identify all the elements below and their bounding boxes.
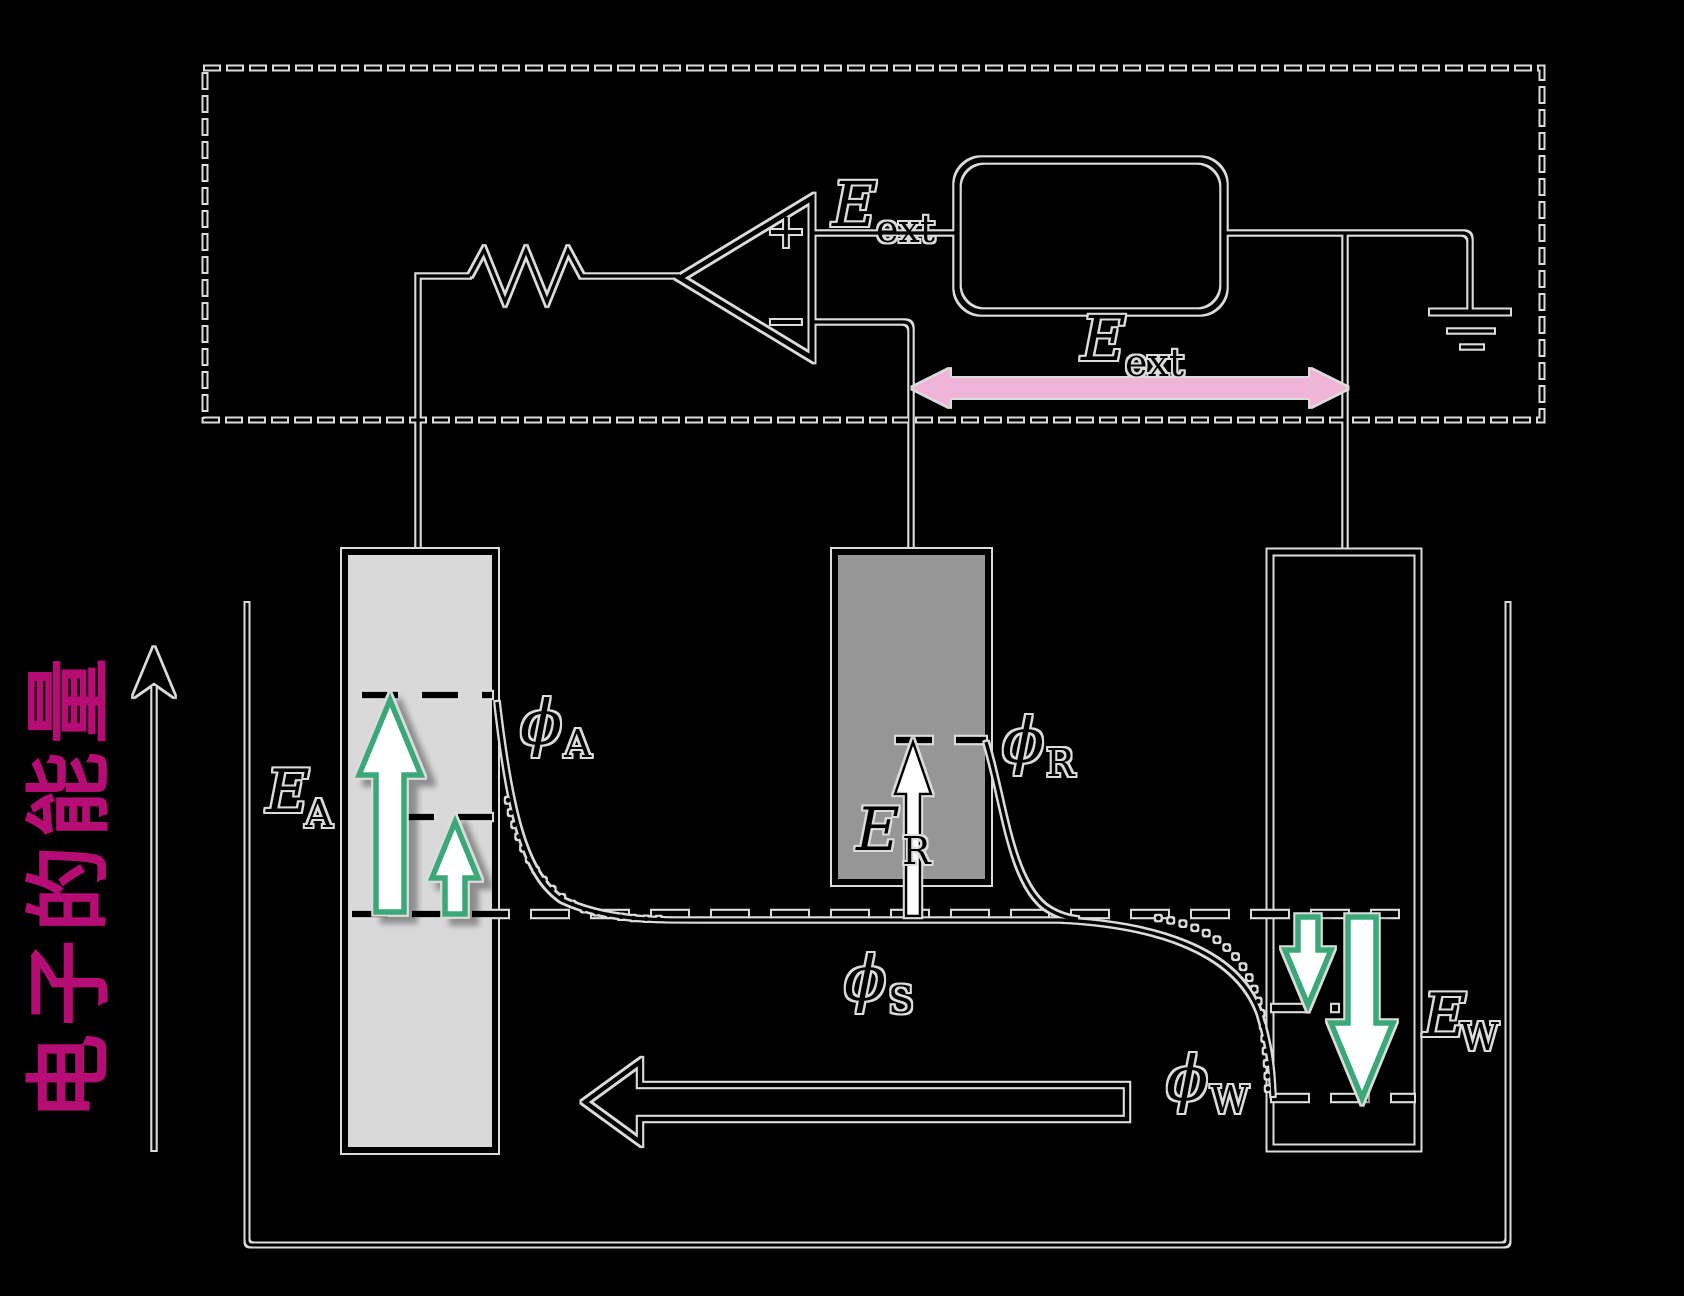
resistor-icon: [468, 245, 680, 307]
electron-flow-arrow: [581, 1057, 1130, 1147]
circuit-dashed-boundary: [203, 66, 1544, 422]
working-down-arrow-large: [1326, 914, 1398, 1106]
working-dotted-curve: [1155, 915, 1271, 1093]
svg-text:ϕ: ϕ: [520, 686, 562, 759]
svg-text:ext: ext: [876, 207, 935, 251]
counter-up-arrow-large: [354, 692, 426, 915]
counter-up-arrow-small: [427, 814, 483, 917]
counter-electrode-wire: [416, 274, 470, 552]
svg-text:E: E: [831, 168, 877, 241]
e-ext-top-label: E ext: [831, 168, 935, 251]
voltage-source-box: [954, 157, 1227, 315]
ground-icon: [1430, 309, 1510, 349]
e-r-label: E R: [855, 795, 932, 873]
energy-levels: [352, 691, 1414, 1102]
potentiostat-circuit: + − E ext: [203, 66, 1544, 552]
counter-working-potential-curve: [495, 701, 1275, 1097]
svg-text:E: E: [1422, 981, 1467, 1051]
svg-text:W: W: [1460, 1015, 1499, 1059]
electron-energy-axis-arrow: [132, 646, 176, 1150]
svg-text:W: W: [1210, 1078, 1249, 1122]
counter-electrode: [342, 549, 498, 1153]
op-amp-icon: [675, 193, 815, 363]
e-ext-arrow-label: E ext: [1080, 302, 1184, 385]
e-ext-span-arrow: E ext: [912, 302, 1348, 407]
phi-a-label: ϕ A: [520, 686, 592, 766]
opamp-minus-wire: [812, 320, 913, 552]
svg-text:ϕ: ϕ: [1166, 1042, 1208, 1115]
svg-text:ϕ: ϕ: [844, 942, 886, 1015]
e-w-label: E W: [1422, 981, 1499, 1059]
potential-profiles: [495, 701, 1275, 1097]
solution-container: [245, 603, 1510, 1247]
svg-text:R: R: [902, 829, 932, 873]
phi-s-label: ϕ S: [844, 942, 914, 1022]
svg-text:ext: ext: [1125, 341, 1184, 385]
svg-text:R: R: [1046, 741, 1076, 785]
svg-text:ϕ: ϕ: [1002, 704, 1044, 777]
svg-text:E: E: [1080, 302, 1126, 375]
energy-axis-title: 电子的能量: [20, 650, 120, 1120]
working-down-arrow-small: [1280, 914, 1336, 1013]
counter-dotted-curve: [505, 797, 663, 922]
svg-text:S: S: [888, 978, 914, 1022]
phi-w-label: ϕ W: [1166, 1042, 1249, 1122]
source-output-wire: [1224, 231, 1472, 312]
svg-text:A: A: [304, 792, 333, 836]
working-electrode: [1267, 549, 1421, 1151]
reference-up-arrow: [893, 738, 933, 918]
reference-potential-curve: [984, 741, 1079, 921]
opamp-plus-sign: +: [766, 203, 806, 259]
e-a-label: E A: [265, 757, 333, 836]
opamp-minus-sign: −: [766, 293, 806, 349]
svg-text:A: A: [563, 722, 592, 766]
phi-r-label: ϕ R: [1002, 704, 1076, 785]
energy-labels: E A ϕ A E R ϕ R ϕ S ϕ W E W: [265, 686, 1499, 1122]
pink-double-arrow: [912, 369, 1348, 407]
svg-text:E: E: [265, 757, 310, 827]
svg-text:E: E: [855, 795, 900, 865]
